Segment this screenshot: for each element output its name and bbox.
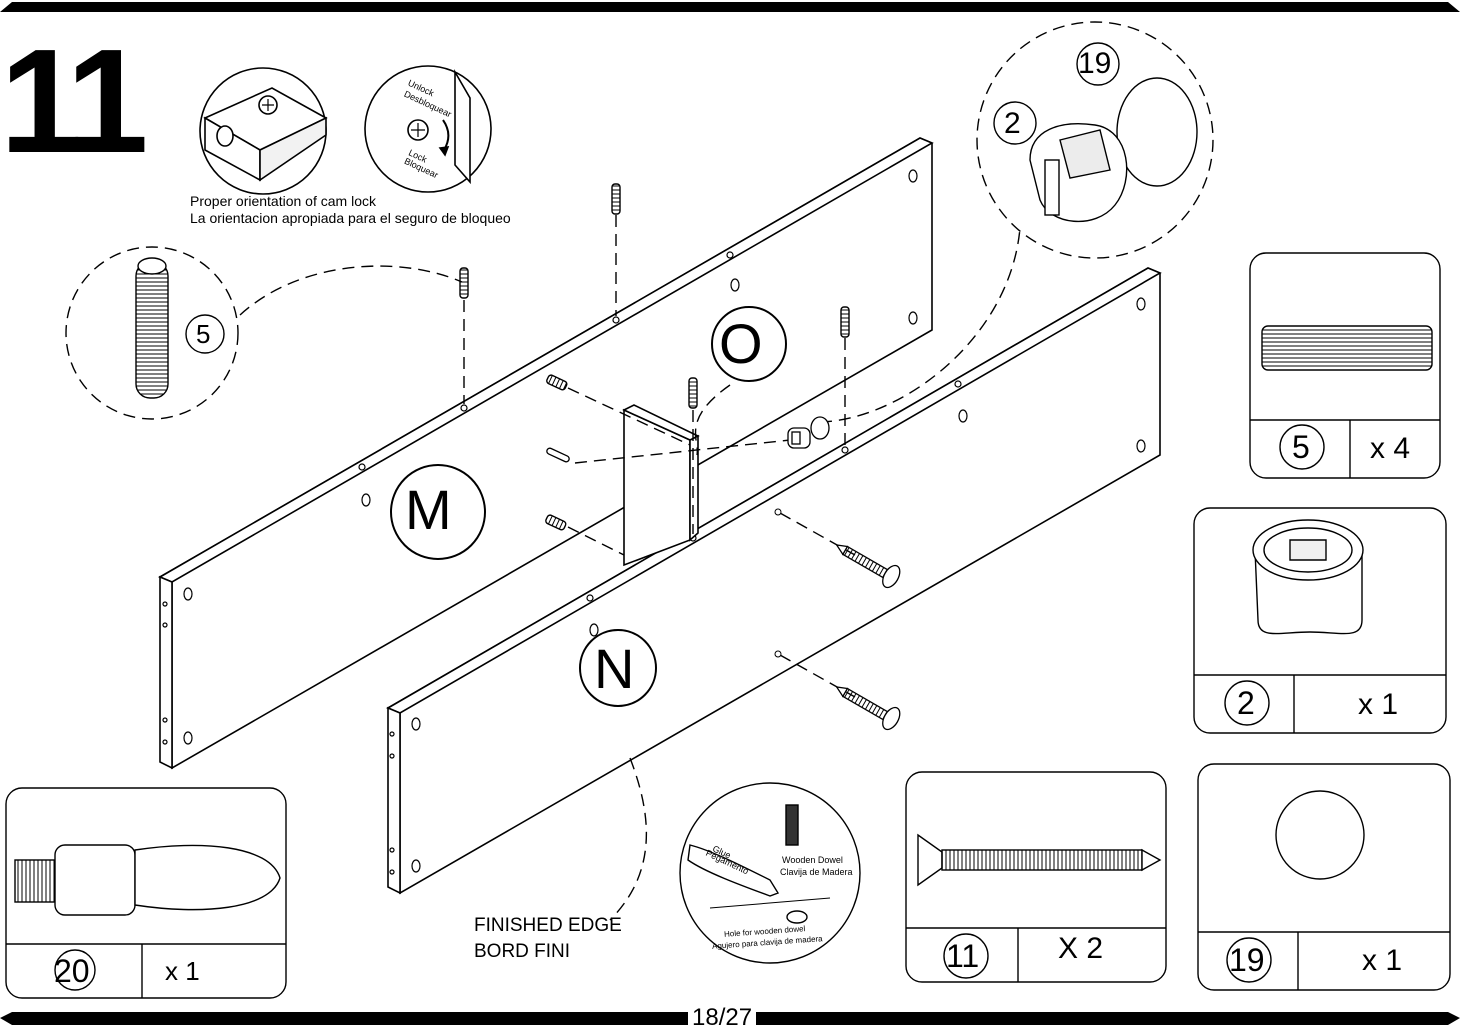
- part-box-5: [1250, 253, 1440, 478]
- panel-label-m: M: [405, 482, 452, 538]
- panel-label-o: O: [719, 316, 763, 372]
- page-indicator: 18/27: [688, 1006, 756, 1030]
- callout-cap-number: 19: [1078, 49, 1111, 79]
- part-box-2: [1194, 508, 1446, 733]
- part-qty-2: x 1: [1358, 690, 1398, 720]
- part-box-20: [6, 788, 286, 998]
- part-qty-19: x 1: [1362, 946, 1402, 976]
- wooden-dowel-label-es: Clavija de Madera: [780, 868, 853, 877]
- cam-lock-caption-en: Proper orientation of cam lock: [190, 194, 376, 208]
- panel-label-n: N: [594, 641, 634, 697]
- callout-cam-number: 2: [1004, 109, 1021, 139]
- part-number-5: 5: [1292, 431, 1310, 463]
- part-number-2: 2: [1237, 687, 1255, 719]
- step-number: 11: [0, 28, 140, 176]
- part-qty-11: X 2: [1058, 934, 1103, 964]
- top-border-bar: [0, 2, 1460, 12]
- part-qty-5: x 4: [1370, 434, 1410, 464]
- part-number-11: 11: [946, 940, 979, 972]
- part-box-11: [906, 772, 1166, 982]
- part-number-20: 20: [54, 955, 90, 987]
- finished-edge-fr: BORD FINI: [474, 942, 570, 961]
- dowel-detail: [66, 247, 238, 419]
- wooden-dowel-label-en: Wooden Dowel: [782, 856, 843, 865]
- cam-lock-caption-es: La orientacion apropiada para el seguro …: [190, 211, 511, 225]
- finished-edge-en: FINISHED EDGE: [474, 916, 622, 935]
- cam-orientation-detail-1: [200, 68, 326, 194]
- cam-lock-small: [788, 417, 829, 448]
- callout-dowel-number: 5: [196, 321, 210, 347]
- part-number-19: 19: [1229, 944, 1265, 976]
- part-qty-20: x 1: [165, 958, 200, 984]
